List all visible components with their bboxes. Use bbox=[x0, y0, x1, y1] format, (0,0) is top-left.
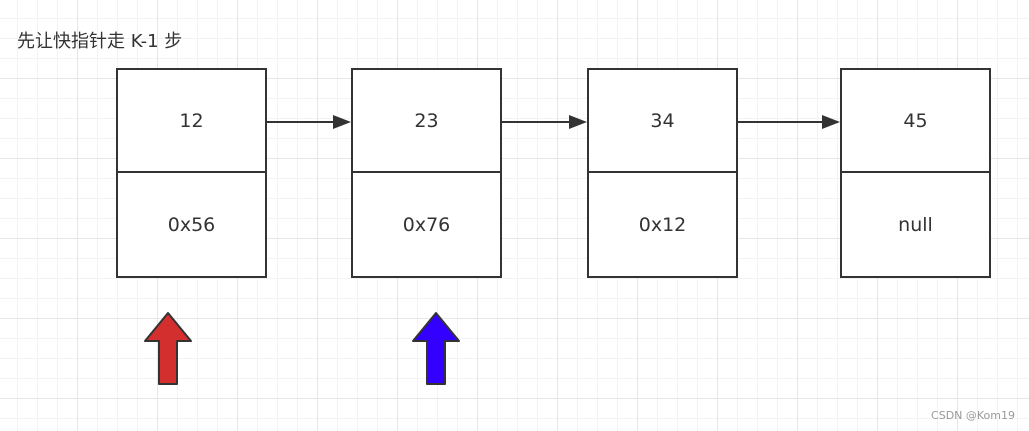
watermark: CSDN @Kom19 bbox=[931, 409, 1015, 422]
node-next-address: 0x12 bbox=[638, 213, 687, 236]
node-next-address: null bbox=[898, 213, 933, 236]
node-value: 12 bbox=[118, 70, 265, 173]
list-node-4: 45 null bbox=[840, 68, 991, 278]
node-value: 23 bbox=[353, 70, 500, 173]
diagram-caption: 先让快指针走 K-1 步 bbox=[17, 31, 183, 52]
list-node-3: 34 0x12 bbox=[587, 68, 738, 278]
list-node-1: 12 0x56 bbox=[116, 68, 267, 278]
link-arrow-1-2 bbox=[267, 115, 351, 129]
node-value: 45 bbox=[842, 70, 989, 173]
fast-pointer-arrow-icon bbox=[412, 312, 460, 385]
list-node-2: 23 0x76 bbox=[351, 68, 502, 278]
link-arrow-2-3 bbox=[502, 115, 587, 129]
node-next-address: 0x76 bbox=[402, 213, 451, 236]
node-next-address: 0x56 bbox=[167, 213, 216, 236]
slow-pointer-arrow-icon bbox=[144, 312, 192, 385]
link-arrow-3-4 bbox=[738, 115, 840, 129]
node-value: 34 bbox=[589, 70, 736, 173]
